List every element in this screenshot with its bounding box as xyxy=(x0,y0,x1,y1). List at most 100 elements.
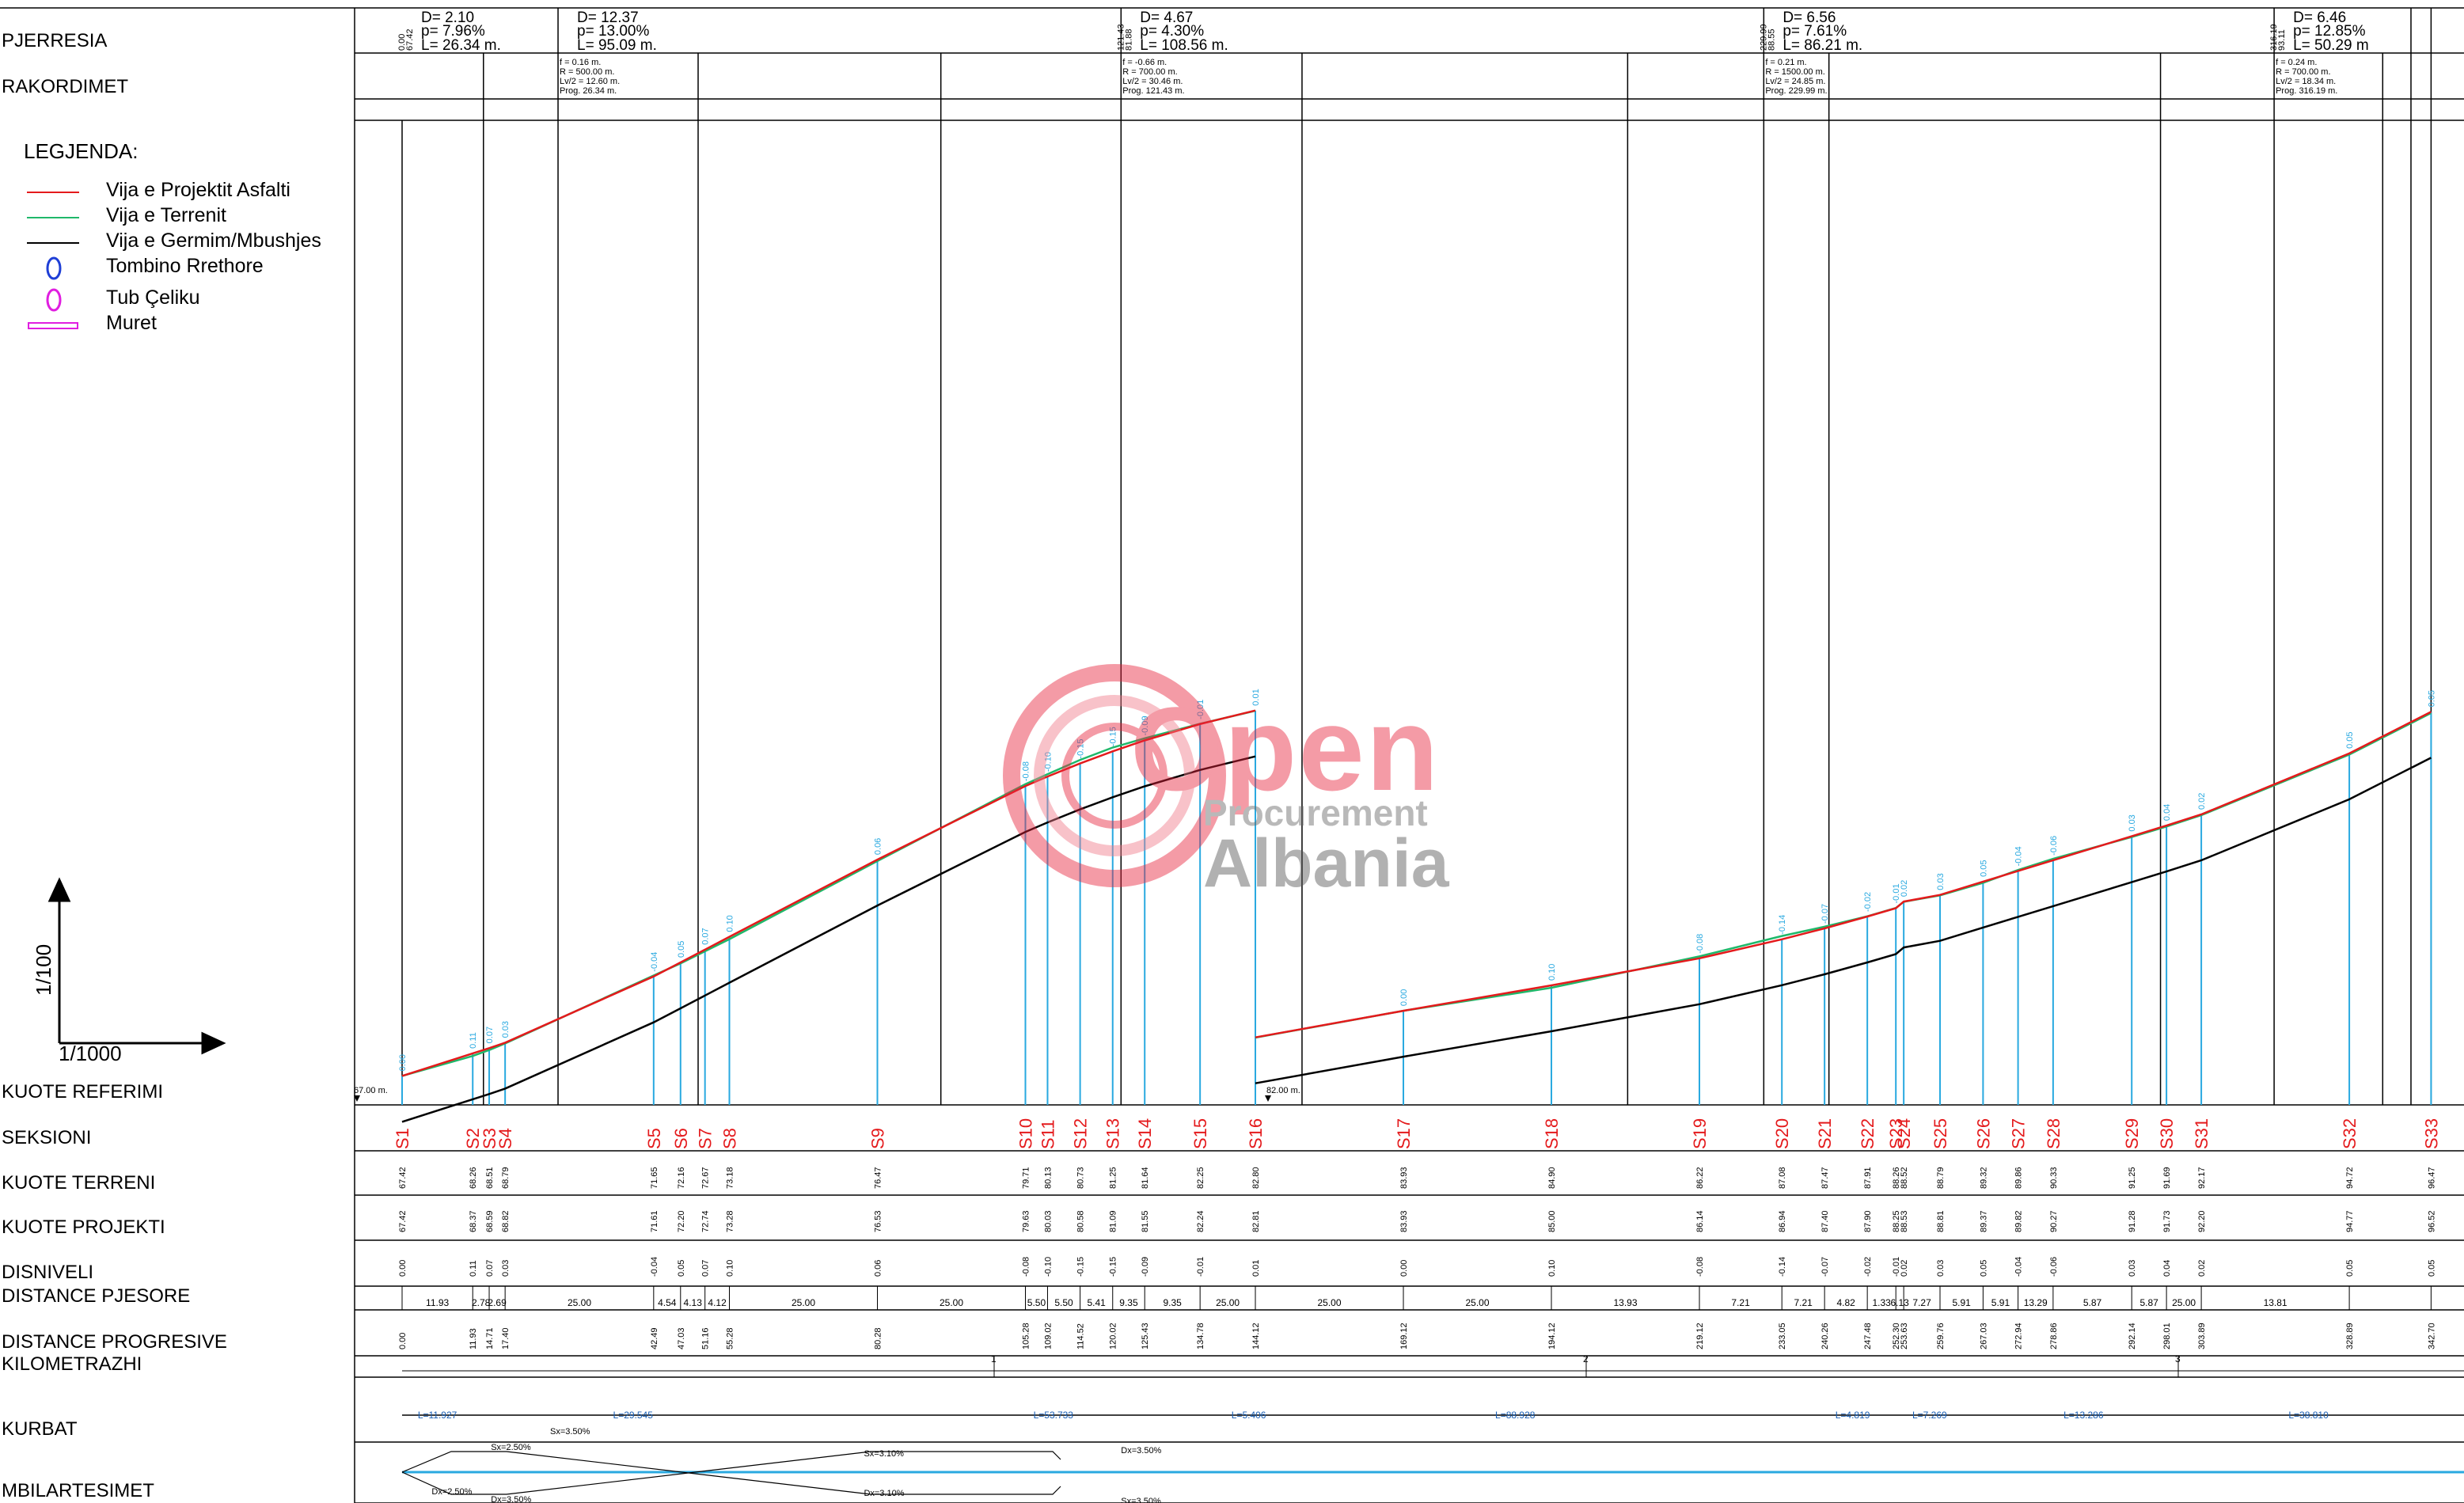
project-elevation: 88.53 xyxy=(1900,1210,1909,1232)
profile-difference-label: 0.04 xyxy=(2162,804,2172,821)
progressive-distance: 328.89 xyxy=(2345,1323,2355,1349)
terrain-elevation: 91.25 xyxy=(2128,1167,2137,1189)
profile-difference-label: -0.09 xyxy=(1141,715,1150,735)
curve-lv: Lv/2 = 24.85 m. xyxy=(1765,77,1825,86)
slope-l: L= 86.21 m. xyxy=(1783,37,1862,54)
partial-distance: 5.87 xyxy=(2083,1297,2102,1308)
legend-symbol-1 xyxy=(27,192,79,193)
partial-distance: 5.50 xyxy=(1027,1297,1046,1308)
curve-label: L=53.733 xyxy=(1034,1410,1074,1421)
section-label-S31: S31 xyxy=(2192,1118,2212,1149)
profile-difference-label: -0.04 xyxy=(650,952,659,972)
section-label-S33: S33 xyxy=(2421,1118,2441,1149)
height-difference: 0.00 xyxy=(1399,1260,1409,1277)
terrain-elevation: 88.52 xyxy=(1900,1167,1909,1189)
section-label-S26: S26 xyxy=(1973,1118,1993,1149)
profile-difference-label: -0.08 xyxy=(1021,761,1031,781)
terrain-line-segment-2 xyxy=(1255,712,2432,1039)
progressive-distance: 14.71 xyxy=(485,1327,495,1349)
row-label-seksioni: SEKSIONI xyxy=(2,1127,92,1148)
project-elevation: 73.28 xyxy=(725,1210,735,1232)
profile-difference-label: 0.07 xyxy=(701,928,711,944)
height-difference: 0.03 xyxy=(2128,1260,2137,1277)
section-label-S29: S29 xyxy=(2122,1118,2142,1149)
scale-arrows xyxy=(47,877,226,1055)
project-elevation: 81.09 xyxy=(1109,1210,1118,1232)
height-difference: 0.05 xyxy=(677,1260,686,1277)
section-label-S20: S20 xyxy=(1772,1118,1792,1149)
profile-difference-label: 0.11 xyxy=(469,1032,478,1049)
partial-distance: 5.91 xyxy=(1991,1297,2010,1308)
kilometer-mark: 1 xyxy=(991,1353,997,1364)
profile-difference-label: 0.06 xyxy=(873,838,883,855)
section-label-S28: S28 xyxy=(2044,1118,2063,1149)
row-label-rakordimet: RAKORDIMET xyxy=(2,76,129,97)
project-elevation: 68.37 xyxy=(469,1210,478,1232)
progressive-distance: 134.78 xyxy=(1196,1323,1205,1349)
project-elevation: 83.93 xyxy=(1399,1210,1409,1232)
progressive-distance: 253.63 xyxy=(1900,1323,1909,1349)
height-difference: -0.10 xyxy=(1043,1257,1053,1277)
section-label-S3: S3 xyxy=(480,1128,499,1149)
project-elevation: 88.81 xyxy=(1936,1210,1946,1232)
partial-distance: 25.00 xyxy=(1318,1297,1342,1308)
height-difference: 0.03 xyxy=(501,1260,511,1277)
project-elevation: 76.53 xyxy=(873,1210,883,1232)
terrain-elevation: 89.32 xyxy=(1979,1167,1988,1189)
section-label-S4: S4 xyxy=(495,1128,515,1149)
terrain-elevation: 86.22 xyxy=(1695,1167,1705,1189)
terrain-elevation: 88.26 xyxy=(1892,1167,1901,1189)
section-label-S23: S23 xyxy=(1886,1118,1906,1149)
project-elevation: 90.27 xyxy=(2049,1210,2059,1232)
curve-r: R = 1500.00 m. xyxy=(1765,67,1825,77)
height-difference: 0.05 xyxy=(2427,1260,2436,1277)
profile-difference-label: -0.06 xyxy=(2049,836,2059,856)
project-elevation: 68.82 xyxy=(501,1210,511,1232)
slope-p: p= 13.00% xyxy=(577,23,649,40)
row-label-mbilartesimet: MBILARTESIMET xyxy=(2,1480,154,1501)
partial-distance: 4.13 xyxy=(684,1297,703,1308)
curve-f: f = 0.16 m. xyxy=(560,58,601,67)
project-elevation: 72.74 xyxy=(701,1210,711,1232)
legend-title: LEGJENDA: xyxy=(24,139,139,163)
profile-difference-label: 0.05 xyxy=(1979,860,1988,876)
project-elevation: 86.94 xyxy=(1778,1210,1787,1232)
height-difference: -0.01 xyxy=(1196,1257,1205,1277)
curve-prog: Prog. 121.43 m. xyxy=(1122,86,1184,96)
vertical-scale-label: 1/100 xyxy=(32,943,55,996)
terrain-elevation: 89.86 xyxy=(2014,1167,2024,1189)
progressive-distance: 55.28 xyxy=(725,1327,735,1349)
section-label-S32: S32 xyxy=(2340,1118,2360,1149)
terrain-elevation: 82.25 xyxy=(1196,1167,1205,1189)
section-label-S5: S5 xyxy=(644,1128,664,1149)
project-elevation: 96.52 xyxy=(2427,1210,2436,1232)
section-label-S27: S27 xyxy=(2009,1118,2029,1149)
slope-d: D= 12.37 xyxy=(577,9,639,26)
project-elevation: 89.82 xyxy=(2014,1210,2024,1232)
grade-break-elevation: 81.88 xyxy=(1124,28,1133,51)
section-label-S7: S7 xyxy=(696,1128,716,1149)
progressive-distance: 233.05 xyxy=(1778,1323,1787,1349)
section-label-S17: S17 xyxy=(1394,1118,1414,1149)
curve-lv: Lv/2 = 30.46 m. xyxy=(1122,77,1183,86)
superelevation-label: Sx=2.50% xyxy=(491,1443,531,1452)
project-elevation: 94.77 xyxy=(2345,1210,2355,1232)
height-difference: -0.09 xyxy=(1141,1257,1150,1277)
row-label-pjerresia: PJERRESIA xyxy=(2,30,108,51)
height-difference: 0.10 xyxy=(725,1260,735,1277)
partial-distance: 25.00 xyxy=(792,1297,815,1308)
legend-symbol-5 xyxy=(46,288,62,312)
grade-break-chainage: 229.99 xyxy=(1759,24,1768,51)
profile-difference-label: 0.03 xyxy=(2128,814,2137,831)
progressive-distance: 267.03 xyxy=(1979,1323,1988,1349)
curve-f: f = -0.66 m. xyxy=(1122,58,1167,67)
partial-distance: 7.21 xyxy=(1794,1297,1813,1308)
height-difference: -0.02 xyxy=(1863,1257,1873,1277)
terrain-elevation: 88.79 xyxy=(1936,1167,1946,1189)
partial-distance: 4.82 xyxy=(1836,1297,1855,1308)
progressive-distance: 120.02 xyxy=(1109,1323,1118,1349)
superelevation-label: Dx=3.10% xyxy=(864,1489,904,1498)
curve-r: R = 700.00 m. xyxy=(2276,67,2330,77)
partial-distance: 13.93 xyxy=(1614,1297,1638,1308)
partial-distance: 25.00 xyxy=(2172,1297,2196,1308)
